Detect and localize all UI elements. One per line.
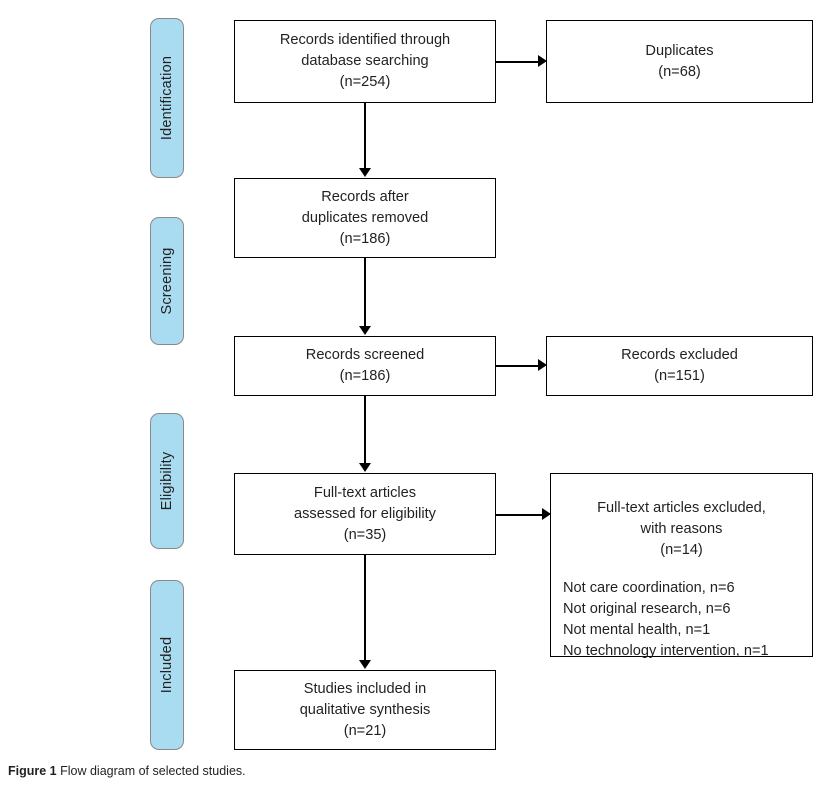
box-fulltext-excluded: Full-text articles excluded, with reason… (550, 473, 813, 659)
box-fulltext-assessed-count: (n=35) (343, 526, 387, 543)
box-records-screened: Records screened (n=186) (234, 336, 496, 396)
box-records-after-duplicates-count: (n=186) (339, 230, 391, 247)
arrowhead-fulltext-assessed-to-included (359, 660, 371, 669)
box-fulltext-excluded-head: Full-text articles excluded, with reason… (551, 498, 812, 561)
box-studies-included-line-2: qualitative synthesis (299, 701, 431, 718)
stage-label-identification: Identification (159, 55, 175, 141)
figure-caption-label: Figure 1 (8, 764, 57, 778)
box-fulltext-excluded-line-2: with reasons (640, 521, 723, 537)
stage-label-included: Included (159, 636, 175, 694)
box-duplicates-count: (n=68) (658, 63, 701, 80)
arrowhead-screened-to-records-excluded (538, 359, 547, 371)
stage-bar-identification: Identification (150, 18, 184, 178)
connector-screened-to-records-excluded (496, 365, 539, 367)
connector-identified-to-duplicates (496, 61, 539, 63)
box-fulltext-excluded-count: (n=14) (660, 542, 703, 558)
box-records-identified: Records identified through database sear… (234, 20, 496, 103)
exclusion-reason-item: Not mental health, n=1 (563, 622, 711, 638)
box-fulltext-assessed: Full-text articles assessed for eligibil… (234, 473, 496, 555)
box-records-after-duplicates-line-2: duplicates removed (301, 209, 429, 226)
arrowhead-identified-to-duplicates (538, 55, 547, 67)
box-fulltext-assessed-line-1: Full-text articles (313, 484, 417, 501)
stage-label-screening: Screening (159, 247, 175, 315)
stage-label-eligibility: Eligibility (159, 451, 175, 511)
stage-bar-included: Included (150, 580, 184, 750)
box-duplicates: Duplicates (n=68) (546, 20, 813, 103)
figure-caption: Figure 1 Flow diagram of selected studie… (8, 764, 246, 778)
box-records-after-duplicates-line-1: Records after (321, 188, 409, 205)
exclusion-reason-item: Not care coordination, n=6 (563, 580, 735, 596)
arrowhead-after-duplicates-to-screened (359, 326, 371, 335)
box-records-excluded-line-1: Records excluded (621, 347, 738, 363)
arrowhead-identified-to-after-duplicates (359, 168, 371, 177)
connector-after-duplicates-to-screened (364, 258, 366, 327)
box-records-excluded: Records excluded (n=151) (546, 336, 813, 396)
box-records-identified-line-1: Records identified through (279, 32, 451, 48)
box-records-after-duplicates: Records after duplicates removed (n=186) (234, 178, 496, 258)
box-records-identified-count: (n=254) (339, 74, 391, 90)
exclusion-reason-list: Not care coordination, n=6 Not original … (551, 578, 812, 662)
connector-fulltext-assessed-to-excluded (496, 514, 543, 516)
connector-fulltext-assessed-to-included (364, 555, 366, 661)
connector-screened-to-fulltext-assessed (364, 396, 366, 464)
exclusion-reason-item: No technology intervention, n=1 (563, 643, 769, 659)
box-studies-included: Studies included in qualitative synthesi… (234, 670, 496, 750)
arrowhead-fulltext-assessed-to-excluded (542, 508, 551, 520)
connector-identified-to-after-duplicates (364, 103, 366, 169)
figure-caption-text: Flow diagram of selected studies. (60, 764, 246, 778)
box-fulltext-excluded-line-1: Full-text articles excluded, (597, 500, 766, 516)
exclusion-reason-item: Not original research, n=6 (563, 601, 731, 617)
box-records-excluded-count: (n=151) (654, 368, 705, 384)
box-studies-included-count-value: (n=21) (343, 722, 387, 739)
box-studies-included-line-1: Studies included in (303, 680, 427, 697)
box-duplicates-line-1: Duplicates (645, 42, 714, 59)
stage-bar-eligibility: Eligibility (150, 413, 184, 549)
stage-bar-screening: Screening (150, 217, 184, 345)
box-fulltext-assessed-line-2: assessed for eligibility (294, 505, 436, 522)
box-records-screened-count: (n=186) (339, 368, 391, 384)
box-records-identified-line-2: database searching (301, 53, 429, 69)
box-records-screened-line-1: Records screened (305, 347, 425, 363)
arrowhead-screened-to-fulltext-assessed (359, 463, 371, 472)
